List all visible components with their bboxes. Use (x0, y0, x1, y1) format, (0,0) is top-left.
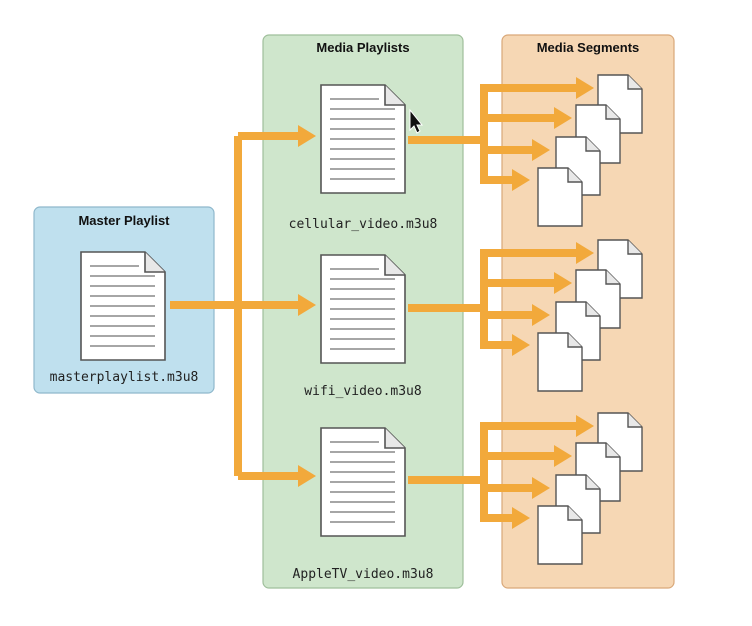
master-to-media-arrowheads (298, 125, 316, 487)
segment-arrowhead (532, 304, 550, 326)
cellular-playlist-filename: cellular_video.m3u8 (289, 217, 438, 232)
segment-arrowhead (532, 139, 550, 161)
segment-arrowhead (576, 415, 594, 437)
segment-arrowhead (576, 242, 594, 264)
master-playlist-filename: masterplaylist.m3u8 (50, 370, 199, 385)
mouse-pointer-icon (409, 108, 424, 134)
cellular-playlist-document-icon[interactable] (320, 84, 406, 194)
segment-arrowhead (512, 334, 530, 356)
segment-arrowhead (512, 507, 530, 529)
media-segment-document-icon (537, 167, 583, 227)
wifi-playlist-filename: wifi_video.m3u8 (304, 384, 421, 399)
master-playlist-title: Master Playlist (78, 213, 170, 228)
segment-arrowhead (576, 77, 594, 99)
appletv-playlist-document-icon[interactable] (320, 427, 406, 537)
media-segment-document-icon (537, 505, 583, 565)
media-playlists-title: Media Playlists (316, 40, 409, 55)
appletv-to-segments-arrows (408, 415, 594, 529)
master-playlist-document-icon (80, 251, 166, 361)
media-segment-document-icon (537, 332, 583, 392)
segment-arrowhead (554, 445, 572, 467)
segment-arrowhead (512, 169, 530, 191)
segment-arrowhead (554, 107, 572, 129)
wifi-to-segments-arrows (408, 242, 594, 356)
master-to-media-arrows (170, 132, 300, 480)
segment-arrowhead (532, 477, 550, 499)
appletv-playlist-filename: AppleTV_video.m3u8 (293, 567, 434, 582)
cellular-to-segments-arrows (408, 77, 594, 191)
media-segments-title: Media Segments (537, 40, 640, 55)
segment-arrowhead (554, 272, 572, 294)
wifi-playlist-document-icon[interactable] (320, 254, 406, 364)
